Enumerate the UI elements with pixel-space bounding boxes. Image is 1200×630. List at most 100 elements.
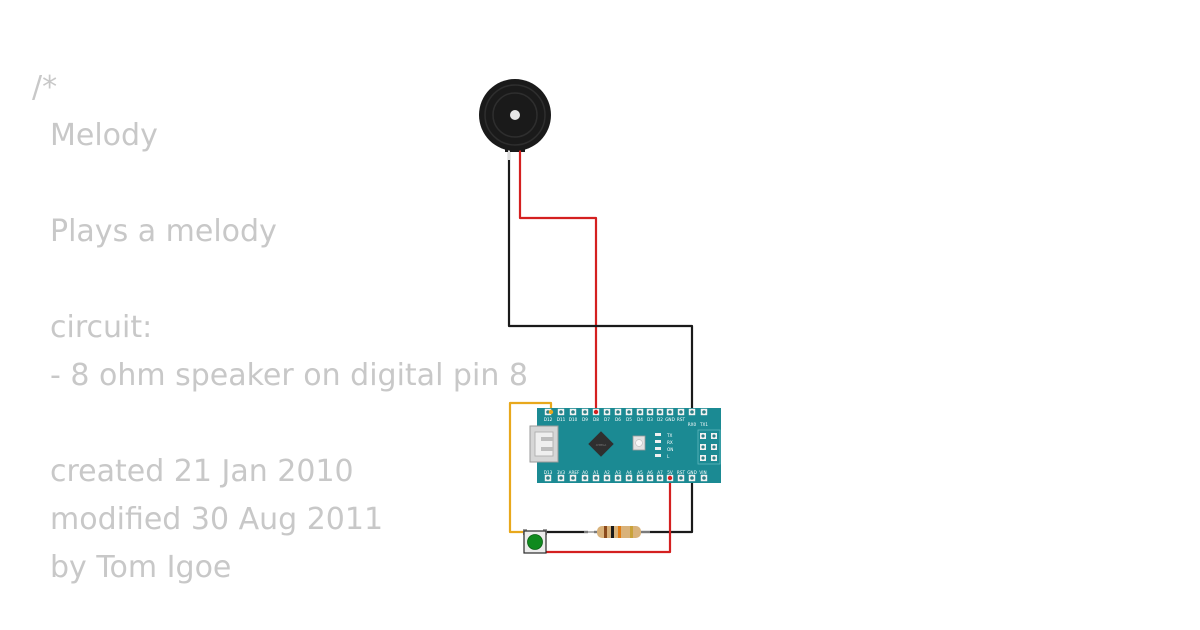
pin-label: RST <box>677 470 686 475</box>
header-pin-hole <box>605 476 609 480</box>
header-pin-hole <box>616 410 620 414</box>
pin-label: GND <box>665 417 675 422</box>
pin-label: D11 <box>557 417 566 422</box>
pin-label: D3 <box>647 417 653 422</box>
led-rx <box>655 440 661 443</box>
pin-label: D5 <box>626 417 632 422</box>
pin-label: A2 <box>604 470 610 475</box>
resistor[interactable] <box>584 526 650 538</box>
header-pin-hole <box>571 410 575 414</box>
header-pin-hole <box>546 476 550 480</box>
pin-label: VIN <box>699 470 706 475</box>
chip-label: ATMEGA <box>596 443 607 447</box>
pin-label: D7 <box>604 417 610 422</box>
pushbutton[interactable] <box>523 529 547 554</box>
status-leds: TX RX ON L <box>655 433 673 459</box>
pin-label: RX0 <box>688 422 697 427</box>
icsp-pin-hole <box>701 456 705 460</box>
header-pin-hole <box>627 476 631 480</box>
pin-label: 3V3 <box>557 470 566 475</box>
speaker-ring-outer <box>484 84 546 146</box>
pin-label: A5 <box>637 470 643 475</box>
pin-label: A6 <box>647 470 653 475</box>
resistor-band-4 <box>630 526 633 538</box>
icsp-pin-hole <box>701 445 705 449</box>
speaker-center <box>510 110 520 120</box>
header-pin-hole <box>616 476 620 480</box>
header-pin-hole <box>571 476 575 480</box>
pin-label: GND <box>687 470 697 475</box>
bottom-pin-labels: D13 3V3 AREF A0 A1 A2 A3 A4 A5 A6 A7 5V … <box>544 470 707 475</box>
pin-label: D10 <box>569 417 578 422</box>
pin-label: RST <box>677 417 686 422</box>
speaker-ring-inner <box>492 92 538 138</box>
microcontroller-chip: ATMEGA <box>588 431 614 457</box>
resistor-band-1 <box>604 526 607 538</box>
header-pin-hole <box>658 476 662 480</box>
pin-label: D2 <box>657 417 663 422</box>
resistor-band-3 <box>618 526 621 538</box>
header-pin-hole <box>638 410 642 414</box>
led-label-tx: TX <box>666 433 673 438</box>
header-pin-hole <box>679 476 683 480</box>
arduino-nano[interactable]: D12 D11 D10 D9 D8 D7 D6 D5 D4 D3 D2 GND … <box>529 408 721 483</box>
wire-button-signal[interactable] <box>508 401 553 534</box>
header-pin-hole <box>638 476 642 480</box>
comment-author: by Tom Igoe <box>50 550 232 585</box>
pin-label: A0 <box>582 470 588 475</box>
resistor-band-2 <box>611 526 614 538</box>
onboard-reset-button[interactable] <box>632 435 646 451</box>
header-pin-hole <box>690 476 694 480</box>
header-pin-hole <box>583 476 587 480</box>
comment-modified: modified 30 Aug 2011 <box>50 502 384 537</box>
header-pin-hole <box>559 410 563 414</box>
header-pin-hole <box>559 476 563 480</box>
comment-title: Melody <box>50 118 158 153</box>
pin-label: AREF <box>569 470 580 475</box>
led-label-rx: RX <box>667 440 673 445</box>
header-pin-hole <box>594 476 598 480</box>
pin-label: D8 <box>593 417 599 422</box>
comment-circuit-item: - 8 ohm speaker on digital pin 8 <box>50 358 528 393</box>
icsp-pin-hole <box>712 456 716 460</box>
pin-label: D6 <box>615 417 621 422</box>
header-pin-hole <box>648 410 652 414</box>
pin-label: TX1 <box>699 422 708 427</box>
board-pcb <box>537 408 721 483</box>
icsp-pin-hole <box>701 434 705 438</box>
wire-speaker-ground[interactable] <box>507 150 694 534</box>
led-label-on: ON <box>667 447 673 452</box>
led-on <box>655 447 661 450</box>
header-pin-hole <box>627 410 631 414</box>
wire-speaker-signal[interactable] <box>518 150 598 414</box>
pin-label: 5V <box>667 470 673 475</box>
pin-label: A1 <box>593 470 599 475</box>
led-l <box>655 454 661 457</box>
comment-created: created 21 Jan 2010 <box>50 454 354 489</box>
header-pin-hole <box>668 410 672 414</box>
usb-connector <box>529 425 559 463</box>
pin-label: D13 <box>544 470 553 475</box>
header-pin-hole <box>648 476 652 480</box>
comment-description: Plays a melody <box>50 214 277 249</box>
piezo-speaker[interactable] <box>479 79 551 160</box>
pin-label: A3 <box>615 470 621 475</box>
led-tx <box>655 433 661 436</box>
pin-label: D12 <box>544 417 553 422</box>
header-pin-hole <box>702 476 706 480</box>
header-pin-hole <box>679 410 683 414</box>
pin-label: D9 <box>582 417 588 422</box>
wire-5v[interactable] <box>546 478 672 554</box>
wire-end-d8 <box>593 409 599 415</box>
header-pin-hole <box>605 410 609 414</box>
pin-label: A7 <box>657 470 663 475</box>
header-pin-hole <box>546 410 550 414</box>
pin-label: A4 <box>626 470 632 475</box>
comment-open: /* <box>32 70 58 105</box>
icsp-pin-hole <box>712 434 716 438</box>
icsp-header <box>697 429 721 465</box>
wire-end-5v <box>667 475 673 481</box>
pin-label: D4 <box>637 417 643 422</box>
header-pin-hole <box>690 410 694 414</box>
